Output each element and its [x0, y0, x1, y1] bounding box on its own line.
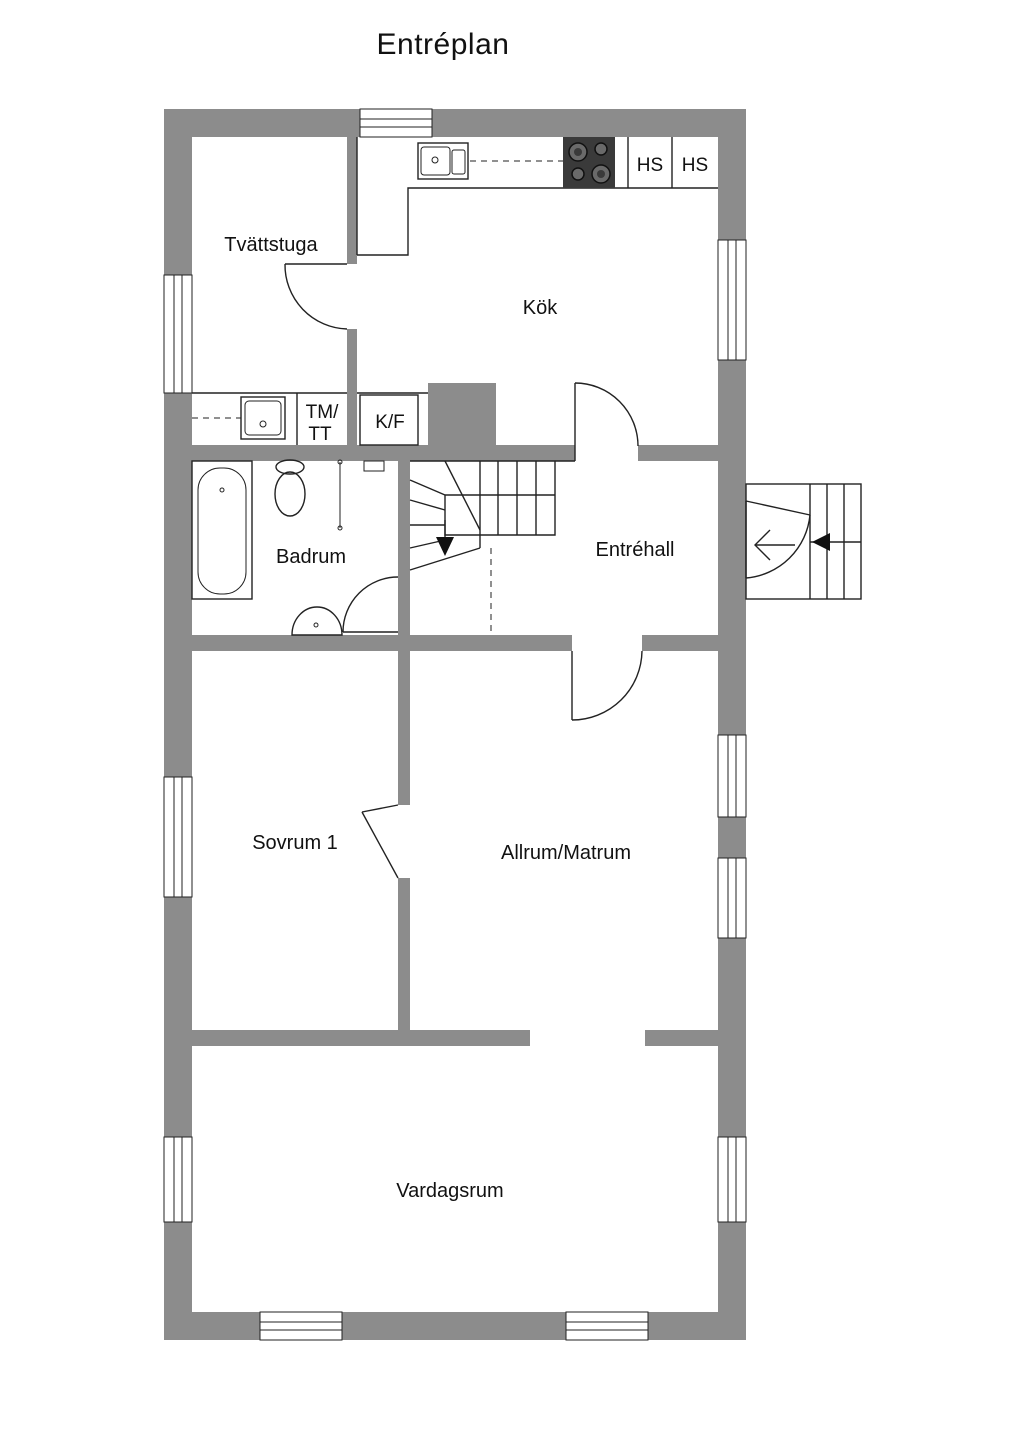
tm-label-1: TM/ [306, 402, 339, 423]
hs-cabinet-1: HS [637, 155, 663, 176]
window-kitchen-top [359, 108, 433, 138]
staircase [409, 460, 575, 635]
windows [163, 108, 747, 1341]
tm-label-2: TT [308, 424, 332, 445]
exterior-walls [164, 109, 746, 1340]
room-sovrum1: Sovrum 1 [252, 832, 338, 854]
room-entrehall: Entréhall [596, 539, 675, 561]
toilet-icon [274, 459, 306, 517]
laundry-fixtures: TM/ TT [192, 392, 347, 445]
front-door [718, 500, 811, 635]
door-kitchen-hall [574, 382, 639, 461]
room-vardagsrum: Vardagsrum [396, 1180, 503, 1202]
window-living-bottom-1 [259, 1311, 343, 1341]
window-bedroom [163, 776, 193, 898]
washbasin-icon [291, 606, 343, 636]
window-living-bottom-2 [565, 1311, 649, 1341]
window-kitchen-right [717, 239, 747, 361]
stove-icon [563, 137, 615, 188]
bathroom-fixtures [191, 459, 385, 636]
window-allrum-2 [717, 857, 747, 939]
window-allrum-1 [717, 734, 747, 818]
room-badrum: Badrum [276, 546, 346, 568]
window-living-right [717, 1136, 747, 1223]
room-kok: Kök [523, 297, 558, 319]
hs-cabinet-2: HS [682, 155, 708, 176]
entry-arrow-icon [754, 529, 795, 561]
door-laundry-kitchen [284, 263, 348, 330]
door-hall-allrum [571, 650, 643, 721]
room-allrum-matrum: Allrum/Matrum [501, 842, 631, 864]
window-laundry [163, 274, 193, 394]
svg-text:K/F: K/F [375, 412, 405, 433]
kitchen-counter: HS HS [356, 137, 718, 256]
fridge-freezer: K/F [357, 392, 428, 446]
interior-walls [192, 137, 746, 1046]
door-bedroom [361, 804, 399, 879]
room-tvattstuga: Tvättstuga [224, 234, 318, 256]
window-living-left [163, 1136, 193, 1223]
stair-down-arrow-icon [436, 520, 454, 556]
door-bathroom [342, 576, 399, 633]
entry-steps [745, 483, 862, 600]
plan-title: Entréplan [376, 28, 510, 61]
